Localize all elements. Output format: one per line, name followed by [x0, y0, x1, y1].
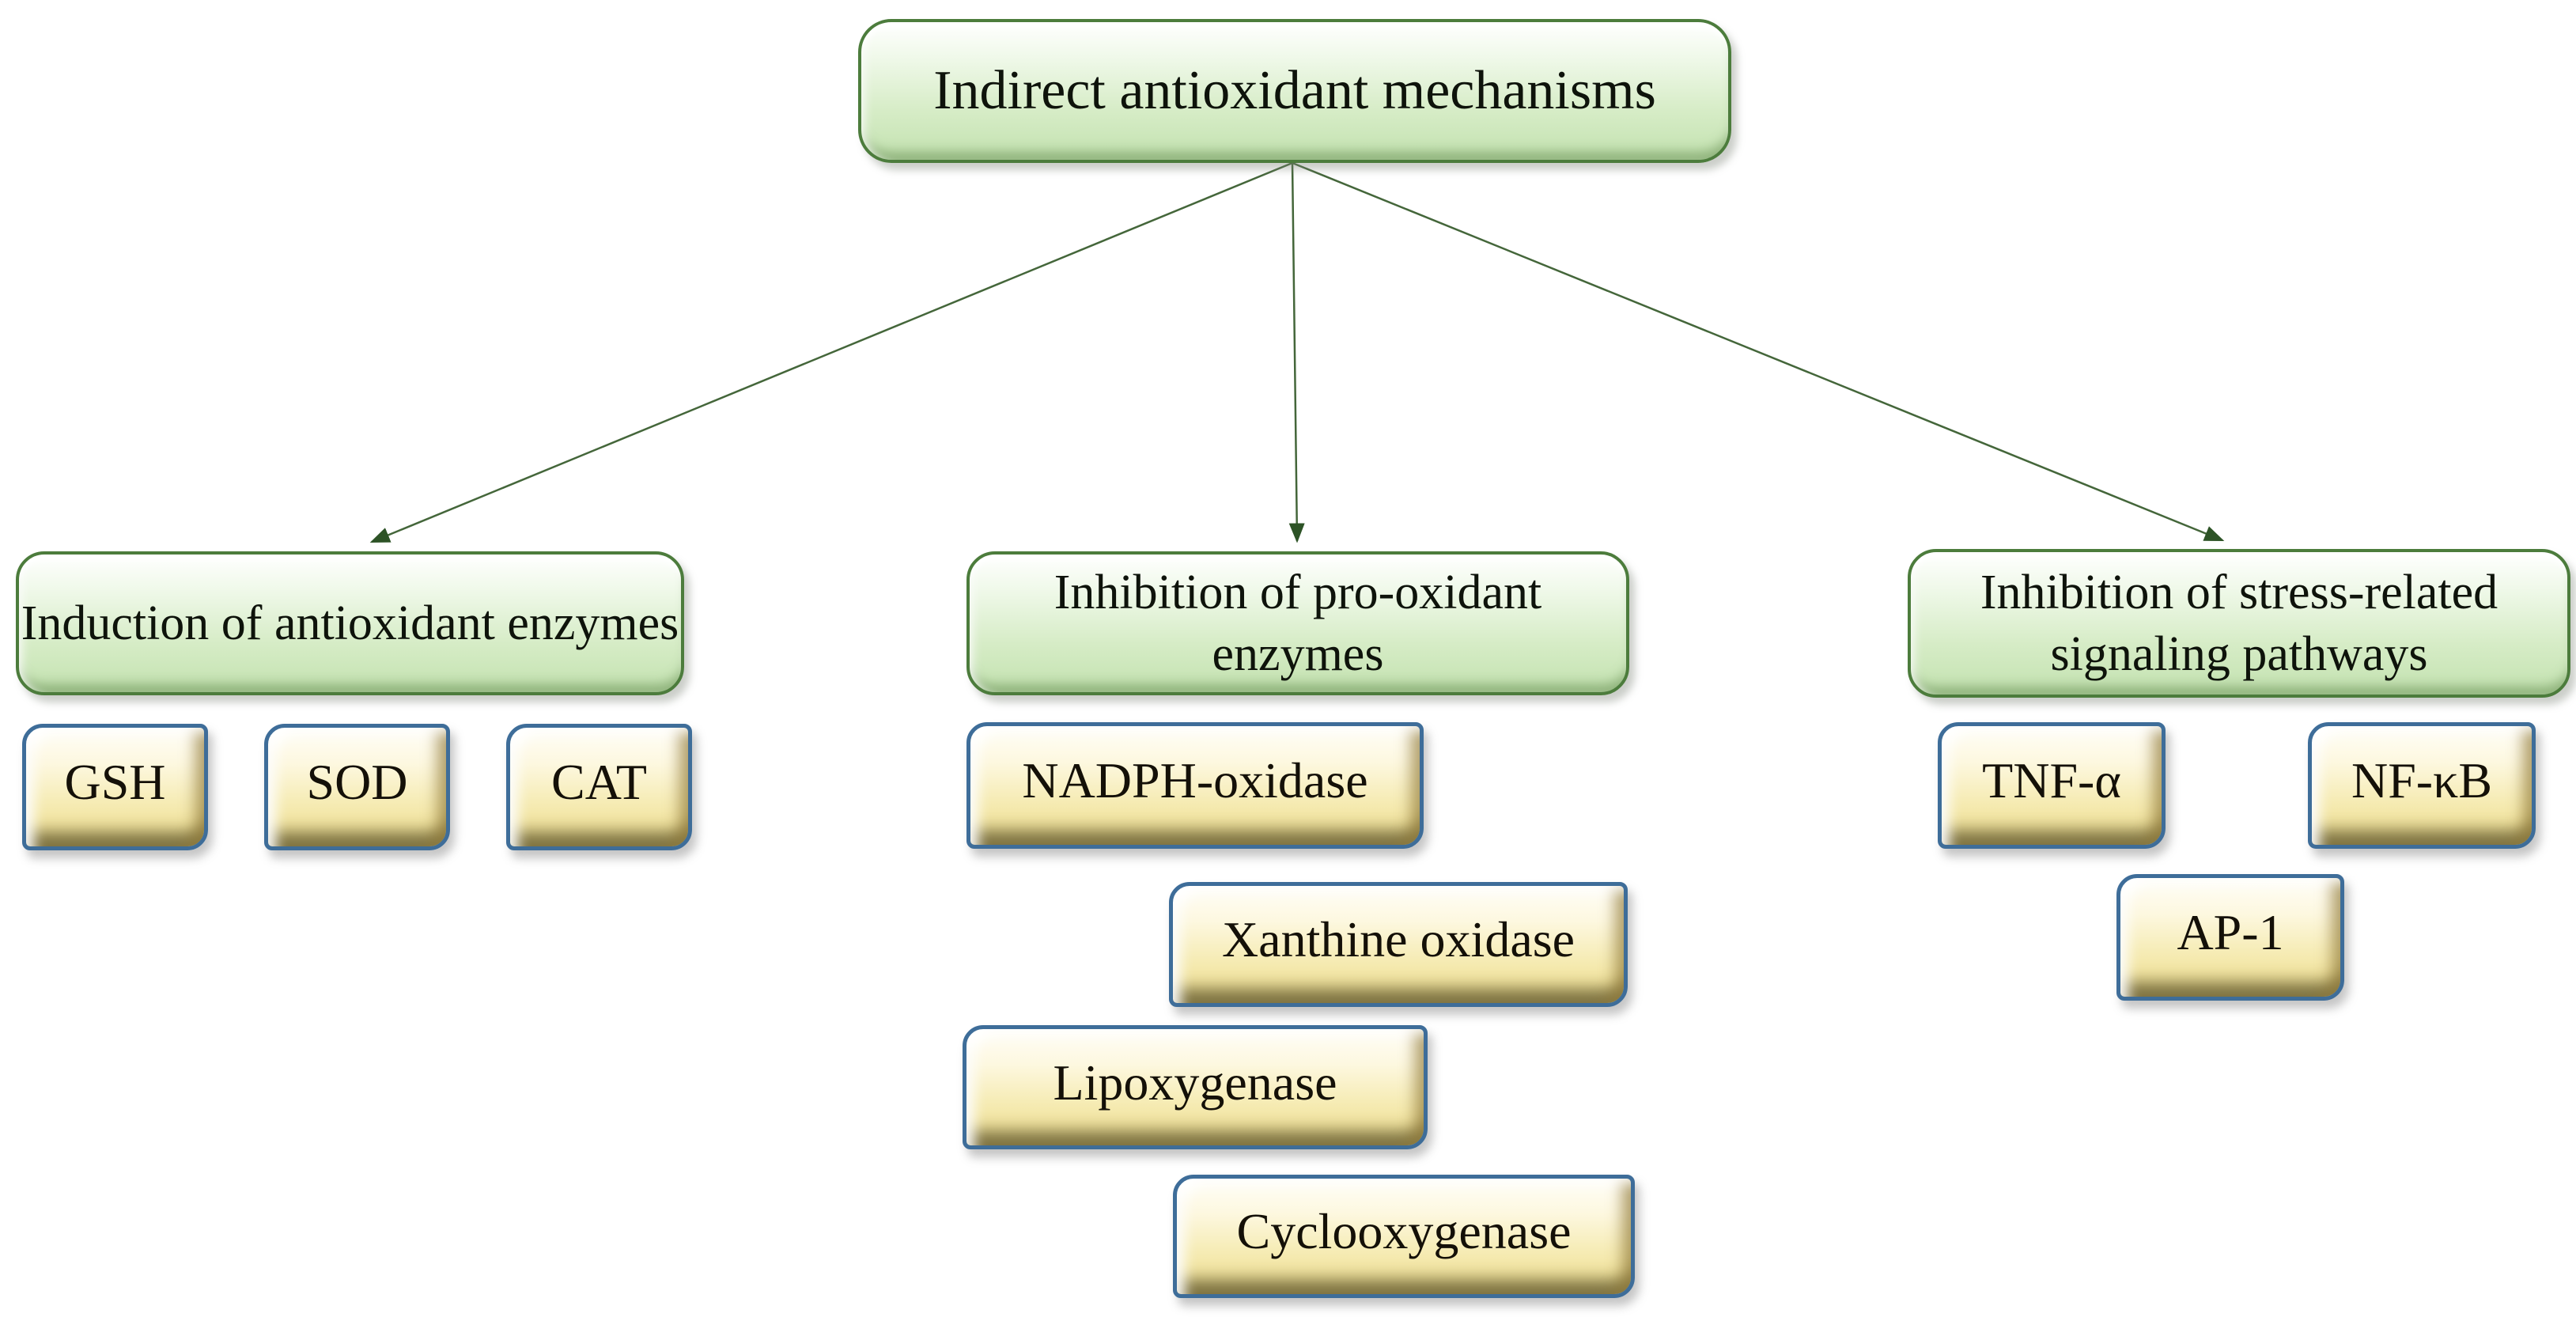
- leaf-node-label: CAT: [551, 754, 647, 810]
- branch-node-induction-antioxidant-enzymes: Induction of antioxidant enzymes: [16, 551, 684, 695]
- leaf-node-label: SOD: [306, 754, 408, 810]
- root-node-indirect-antioxidant-mechanisms: Indirect antioxidant mechanisms: [858, 19, 1731, 163]
- leaf-node-label: GSH: [64, 754, 166, 810]
- leaf-node-xanthine-oxidase: Xanthine oxidase: [1169, 882, 1628, 1007]
- branch-node-label: Inhibition of stress-related signaling p…: [1980, 565, 2498, 681]
- leaf-node-label: TNF-α: [1982, 752, 2121, 808]
- connector-middle-branch: [1288, 162, 1305, 543]
- leaf-node-label: Cyclooxygenase: [1236, 1203, 1572, 1259]
- leaf-node-label: NF-κB: [2351, 752, 2493, 808]
- branch-node-label: Induction of antioxidant enzymes: [21, 596, 679, 650]
- leaf-node-label: Xanthine oxidase: [1221, 911, 1575, 967]
- leaf-node-tnf-alpha: TNF-α: [1938, 722, 2166, 849]
- branch-node-inhibition-pro-oxidant-enzymes: Inhibition of pro-oxidant enzymes: [966, 551, 1629, 695]
- leaf-node-lipoxygenase: Lipoxygenase: [963, 1025, 1428, 1149]
- leaf-node-sod: SOD: [264, 724, 450, 850]
- leaf-node-nadph-oxidase: NADPH-oxidase: [966, 722, 1424, 849]
- branch-node-inhibition-stress-signaling: Inhibition of stress-related signaling p…: [1908, 549, 2570, 698]
- leaf-node-label: Lipoxygenase: [1053, 1054, 1337, 1111]
- connector-left-branch: [369, 161, 1293, 543]
- connector-right-branch: [1292, 161, 2225, 542]
- leaf-node-label: AP-1: [2177, 904, 2284, 960]
- leaf-node-cat: CAT: [506, 724, 692, 850]
- leaf-node-gsh: GSH: [22, 724, 208, 850]
- leaf-node-ap-1: AP-1: [2116, 874, 2344, 1001]
- branch-node-label: Inhibition of pro-oxidant enzymes: [1053, 565, 1542, 681]
- leaf-node-nf-kb: NF-κB: [2308, 722, 2536, 849]
- leaf-node-label: NADPH-oxidase: [1022, 752, 1368, 808]
- root-node-label: Indirect antioxidant mechanisms: [933, 59, 1656, 121]
- leaf-node-cyclooxygenase: Cyclooxygenase: [1173, 1175, 1635, 1298]
